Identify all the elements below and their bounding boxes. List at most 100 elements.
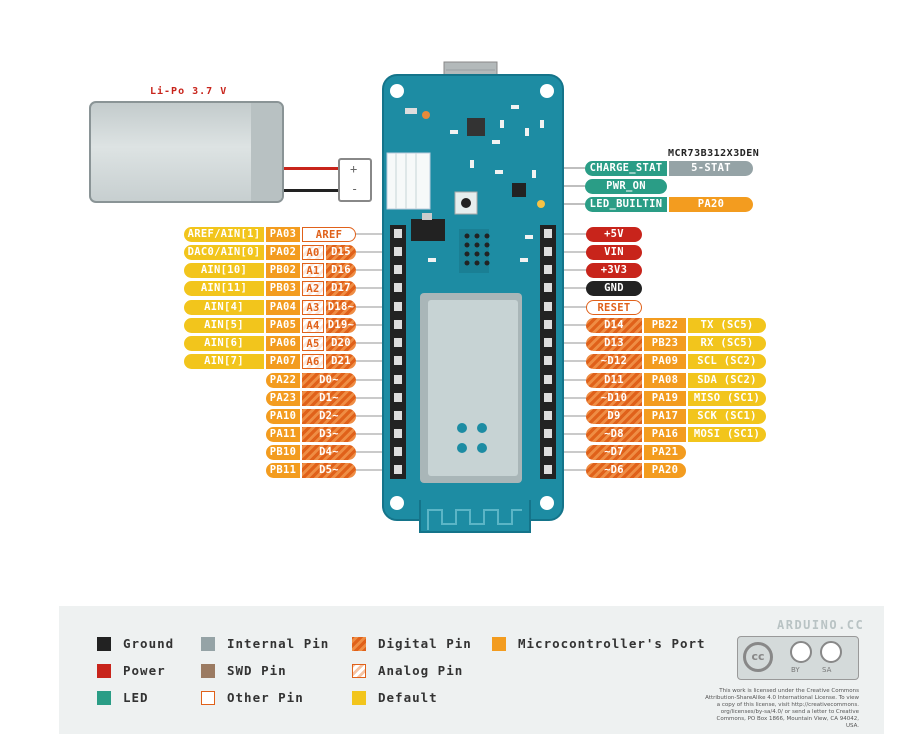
legend-label: Default — [378, 690, 438, 705]
left-pin-label: PA22 — [266, 373, 300, 388]
legend-label: Microcontroller's Port — [518, 636, 706, 651]
left-pin-label: D20 — [326, 336, 356, 351]
right-pin-label: SCL (SC2) — [688, 354, 766, 369]
battery-wire-red — [284, 167, 340, 170]
left-pin-label: A2 — [302, 281, 324, 296]
legend-swatch — [97, 691, 111, 705]
top-right-label: LED_BUILTIN — [585, 197, 667, 212]
right-pin-label: ~D7 — [586, 445, 642, 460]
left-pin-label: AIN[6] — [184, 336, 264, 351]
legend-label: Power — [123, 663, 166, 678]
left-pin-label: PA06 — [266, 336, 300, 351]
right-pin-label: PB23 — [644, 336, 686, 351]
left-pin-label: A5 — [302, 336, 324, 351]
right-pin-label: +3V3 — [586, 263, 642, 278]
right-pin-label: ~D6 — [586, 463, 642, 478]
legend-swatch — [97, 664, 111, 678]
left-pin-label: PA23 — [266, 391, 300, 406]
sa-label: SA — [822, 666, 832, 674]
board — [355, 61, 588, 533]
left-pin-label: AIN[5] — [184, 318, 264, 333]
right-pin-label: ~D10 — [586, 391, 642, 406]
left-pin-label: A6 — [302, 354, 324, 369]
left-pin-label: D18~ — [326, 300, 356, 315]
left-pin-label: AIN[4] — [184, 300, 264, 315]
right-pin-label: GND — [586, 281, 642, 296]
legend-swatch — [201, 664, 215, 678]
right-pin-label: MISO (SC1) — [688, 391, 766, 406]
left-pin-label: PA07 — [266, 354, 300, 369]
legend-swatch — [352, 691, 366, 705]
left-pin-label: A0 — [302, 245, 324, 260]
legend-swatch — [201, 691, 215, 705]
left-pin-label: PB02 — [266, 263, 300, 278]
battery-connector: + - — [338, 158, 372, 202]
right-pin-label: PA21 — [644, 445, 686, 460]
top-right-label: CHARGE_STAT — [585, 161, 667, 176]
legend-swatch — [352, 637, 366, 651]
top-right-label: PWR_ON — [585, 179, 667, 194]
header-pins — [394, 229, 552, 474]
right-pin-label: SDA (SC2) — [688, 373, 766, 388]
top-right-label: 5-STAT — [669, 161, 753, 176]
battery-wire-black — [284, 189, 340, 192]
legend-swatch — [97, 637, 111, 651]
left-pin-label: D15 — [326, 245, 356, 260]
left-pin-label: D19~ — [326, 318, 356, 333]
left-pin-label: D16 — [326, 263, 356, 278]
battery — [89, 101, 284, 203]
left-pin-label: AREF — [302, 227, 356, 242]
left-pin-label: AIN[7] — [184, 354, 264, 369]
cc-badge: cc BY SA — [737, 636, 859, 680]
right-pin-label: D13 — [586, 336, 642, 351]
minus-sign: - — [351, 182, 359, 196]
right-pin-label: TX (SC5) — [688, 318, 766, 333]
legend-label: Internal Pin — [227, 636, 330, 651]
by-icon — [790, 641, 812, 663]
right-pin-label: PA17 — [644, 409, 686, 424]
right-pin-label: D9 — [586, 409, 642, 424]
right-pin-label: MOSI (SC1) — [688, 427, 766, 442]
left-pin-label: AIN[11] — [184, 281, 264, 296]
legend-swatch — [201, 637, 215, 651]
right-pin-label: ~D12 — [586, 354, 642, 369]
plus-sign: + — [350, 162, 358, 176]
left-pin-label: D21 — [326, 354, 356, 369]
left-pin-label: PB03 — [266, 281, 300, 296]
right-pin-label: VIN — [586, 245, 642, 260]
left-pin-label: D2~ — [302, 409, 356, 424]
right-pin-label: D14 — [586, 318, 642, 333]
left-pin-label: A1 — [302, 263, 324, 278]
right-pin-label: PA09 — [644, 354, 686, 369]
legend-label: Ground — [123, 636, 175, 651]
license-text: This work is licensed under the Creative… — [705, 688, 859, 729]
left-pin-label: D1~ — [302, 391, 356, 406]
legend-swatch — [352, 664, 366, 678]
legend-label: Other Pin — [227, 690, 304, 705]
left-pin-label: PA05 — [266, 318, 300, 333]
left-pin-label: D3~ — [302, 427, 356, 442]
left-pin-label: PA03 — [266, 227, 300, 242]
chip-label: MCR73B312X3DEN — [668, 148, 760, 159]
sa-icon — [820, 641, 842, 663]
left-pin-label: D5~ — [302, 463, 356, 478]
legend-label: Analog Pin — [378, 663, 464, 678]
left-pin-label: D17 — [326, 281, 356, 296]
top-right-label: PA20 — [669, 197, 753, 212]
right-pin-label: PA08 — [644, 373, 686, 388]
legend-label: Digital Pin — [378, 636, 472, 651]
left-pin-label: PA10 — [266, 409, 300, 424]
left-pin-label: D0~ — [302, 373, 356, 388]
legend-label: LED — [123, 690, 149, 705]
right-pin-label: +5V — [586, 227, 642, 242]
right-pin-label: PA20 — [644, 463, 686, 478]
left-pin-label: PA11 — [266, 427, 300, 442]
right-pin-label: PB22 — [644, 318, 686, 333]
right-pin-label: D11 — [586, 373, 642, 388]
left-pin-label: PA04 — [266, 300, 300, 315]
by-label: BY — [791, 666, 800, 674]
right-pin-label: RESET — [586, 300, 642, 315]
right-pin-label: SCK (SC1) — [688, 409, 766, 424]
battery-label: Li-Po 3.7 V — [150, 86, 228, 97]
